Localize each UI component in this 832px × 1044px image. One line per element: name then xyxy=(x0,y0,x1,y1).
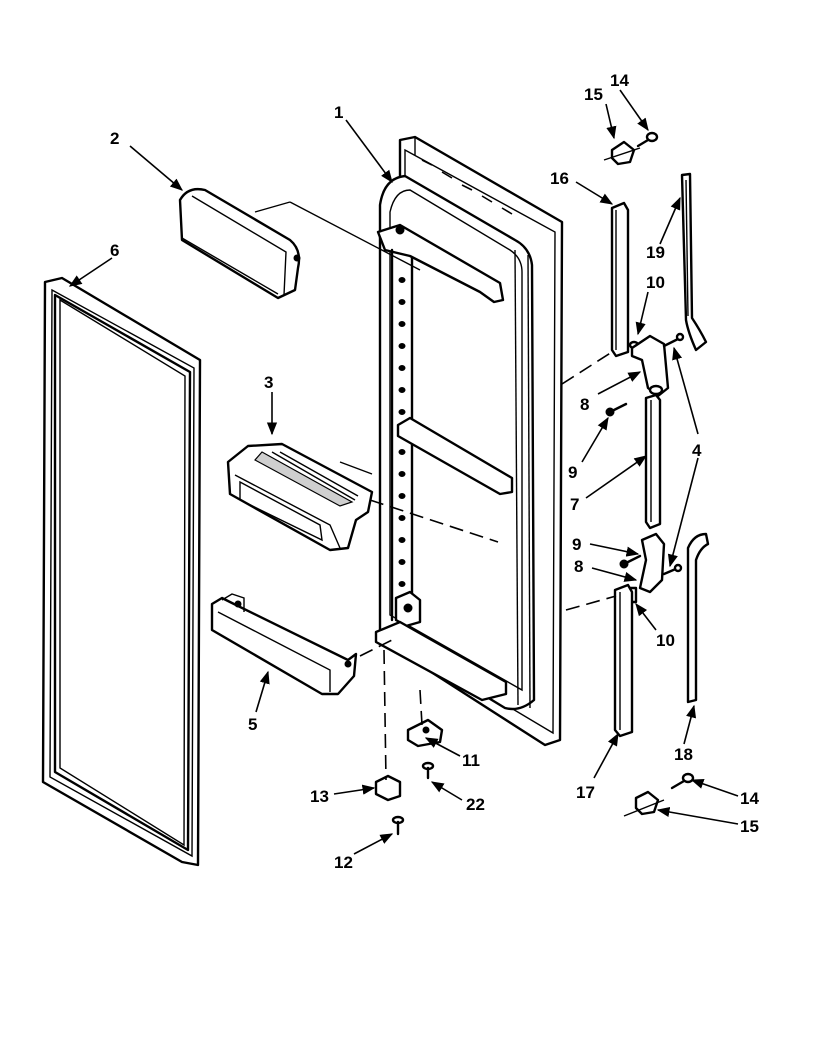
part-4-upper-screw xyxy=(662,332,685,348)
callout-10-upper: 10 xyxy=(646,273,665,292)
part-15-bottom-trim-cap xyxy=(623,790,665,817)
part-9-upper-screw xyxy=(605,402,628,417)
callout-3: 3 xyxy=(264,373,273,392)
callout-8-lower: 8 xyxy=(574,557,583,576)
callout-17: 17 xyxy=(576,783,595,802)
part-16-upper-trim xyxy=(610,201,630,358)
part-2-dairy-door xyxy=(178,187,421,300)
callout-5: 5 xyxy=(248,715,257,734)
callout-18: 18 xyxy=(674,745,693,764)
callout-11: 11 xyxy=(462,751,480,770)
callout-7: 7 xyxy=(570,495,579,514)
callout-8-upper: 8 xyxy=(580,395,589,414)
callout-15-top: 15 xyxy=(584,85,603,104)
callout-14-bottom: 14 xyxy=(740,789,759,808)
part-12-screw xyxy=(391,815,405,836)
callout-labels: 1 2 3 4 5 6 7 8 8 9 9 10 10 11 12 13 14 … xyxy=(110,71,759,872)
part-22-screw xyxy=(421,761,435,780)
callout-10-lower: 10 xyxy=(656,631,675,650)
part-19-handle-trim xyxy=(680,172,708,352)
part-5-door-shelf xyxy=(210,593,393,696)
part-13-hinge-pin-block xyxy=(374,649,402,802)
callout-15-bottom: 15 xyxy=(740,817,759,836)
part-14-top-screw xyxy=(636,131,659,148)
leader-lines xyxy=(68,89,739,855)
part-8-lower-end-cap xyxy=(638,532,666,594)
part-1-door-assembly xyxy=(374,135,564,747)
door-top-edge-marks xyxy=(421,159,513,215)
callout-13: 13 xyxy=(310,787,329,806)
rail-holes xyxy=(398,277,406,587)
part-17-lower-trim xyxy=(613,583,634,738)
callout-4: 4 xyxy=(692,441,702,460)
callout-9-upper: 9 xyxy=(568,463,577,482)
part-18-lower-handle-trim xyxy=(686,532,710,704)
part-3-door-bin xyxy=(226,442,499,552)
callout-1: 1 xyxy=(334,103,343,122)
part-7-middle-trim xyxy=(644,393,662,530)
part-8-upper-end-cap xyxy=(630,334,670,398)
callout-2: 2 xyxy=(110,129,119,148)
callout-19: 19 xyxy=(646,243,665,262)
callout-22: 22 xyxy=(466,795,485,814)
callout-9-lower: 9 xyxy=(572,535,581,554)
part-9-lower-screw xyxy=(619,554,642,569)
part-11-hinge-bracket xyxy=(406,689,444,748)
part-15-top-trim-cap xyxy=(603,140,641,166)
part-4-lower-screw xyxy=(662,563,683,576)
callout-14-top: 14 xyxy=(610,71,629,90)
callout-16: 16 xyxy=(550,169,569,188)
part-14-bottom-screw xyxy=(670,772,695,790)
callout-6: 6 xyxy=(110,241,119,260)
callout-12: 12 xyxy=(334,853,353,872)
part-6-door-gasket xyxy=(41,276,202,867)
